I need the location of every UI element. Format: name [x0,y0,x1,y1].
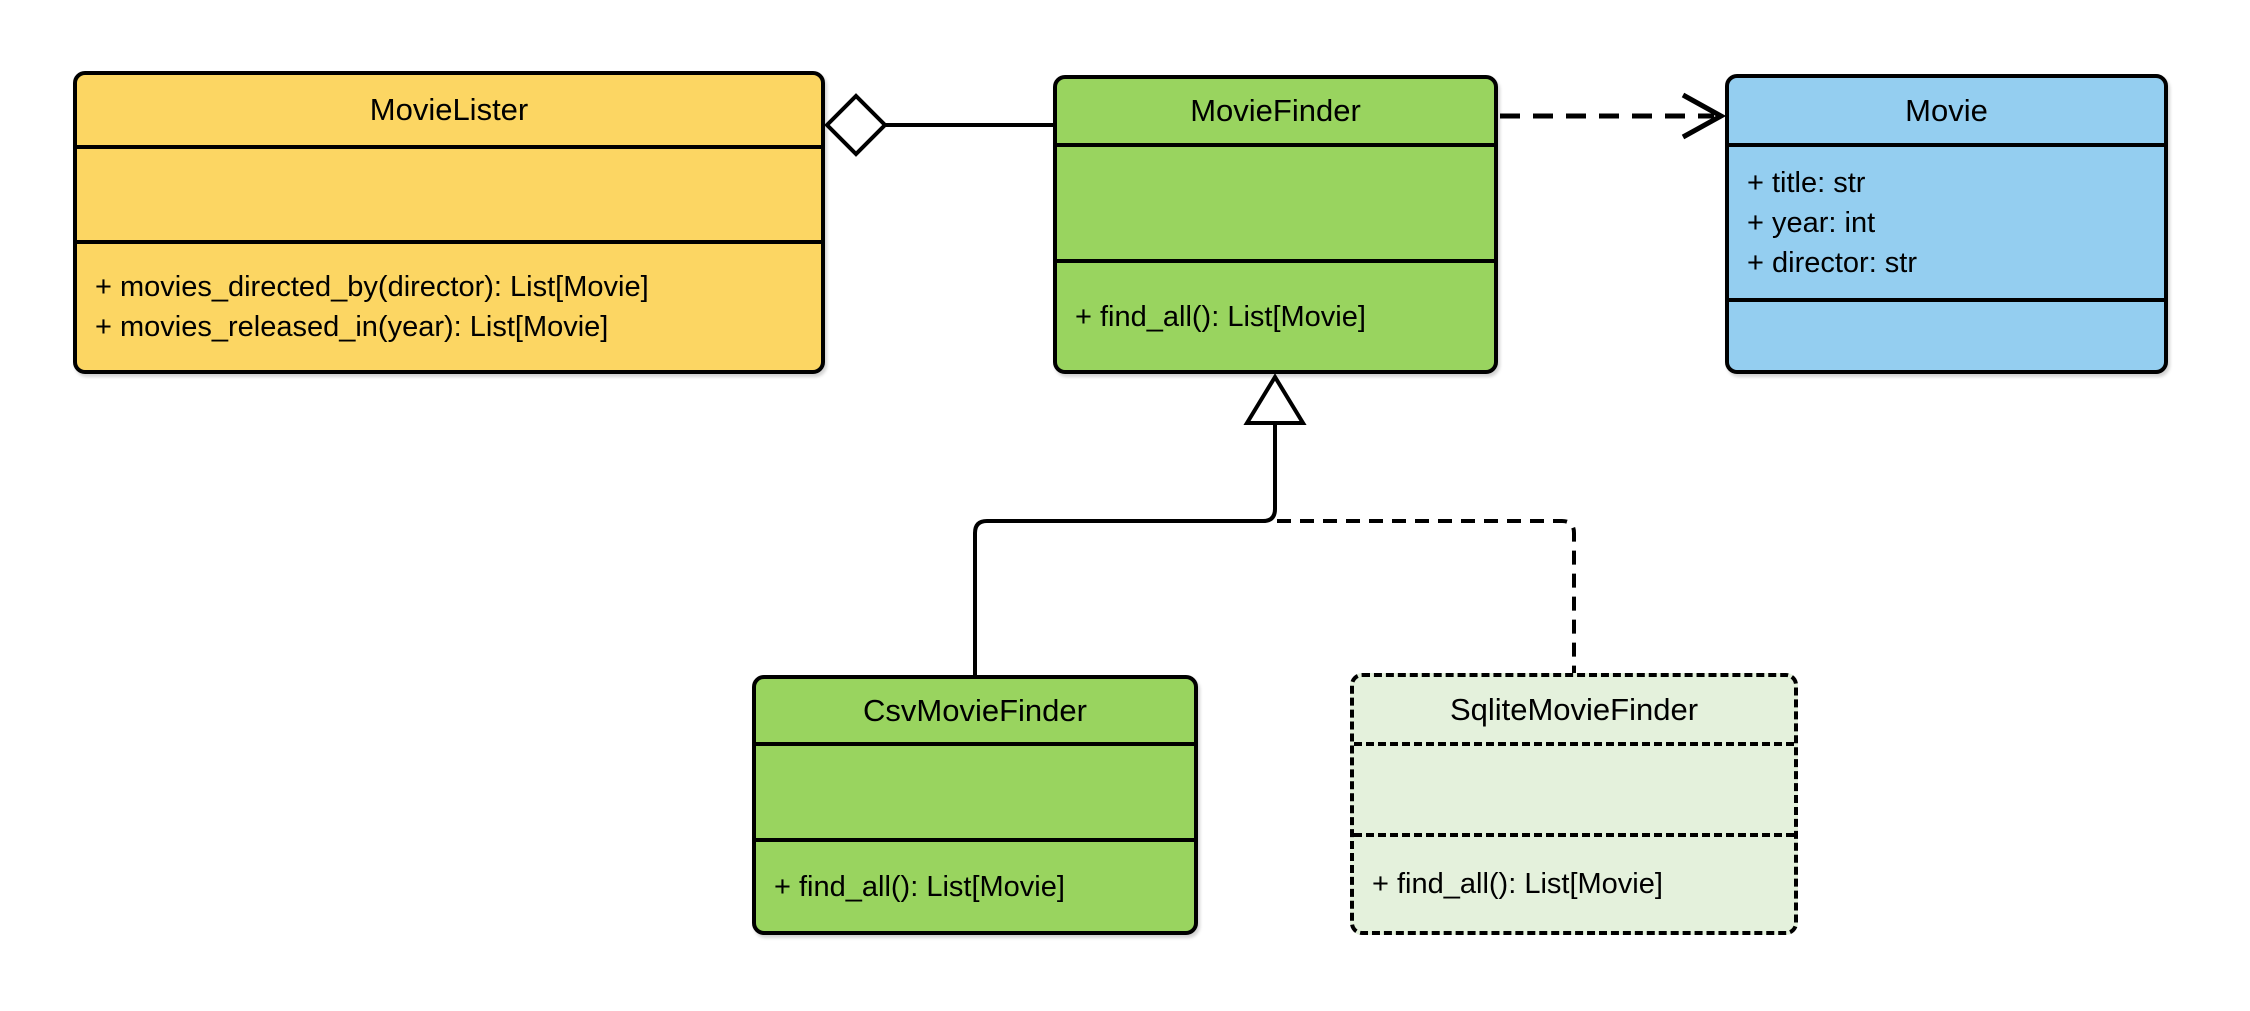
class-box-moviefinder: MovieFinder + find_all(): List[Movie] [1053,75,1498,374]
class-box-movie: Movie + title: str + year: int + directo… [1725,74,2168,374]
methods-section-csvmoviefinder: + find_all(): List[Movie] [756,838,1194,931]
attribute-label: + year: int [1747,206,1876,239]
class-name-label: MovieLister [369,92,529,127]
generalization-line-solid [973,423,1277,675]
attributes-section-csvmoviefinder [756,742,1194,838]
generalization-line-dashed [1277,519,1576,673]
class-box-movielister: MovieLister + movies_directed_by(directo… [73,71,825,374]
class-box-sqlitemoviefinder: SqliteMovieFinder + find_all(): List[Mov… [1350,673,1798,935]
class-title-movie: Movie [1729,78,2164,143]
method-label: + find_all(): List[Movie] [1372,868,1663,900]
class-title-sqlitemoviefinder: SqliteMovieFinder [1354,677,1794,742]
methods-section-movie [1729,298,2164,370]
attribute-label: + director: str [1747,246,1918,279]
class-name-label: SqliteMovieFinder [1449,691,1699,727]
method-label: + movies_released_in(year): List[Movie] [95,311,609,343]
class-name-label: MovieFinder [1190,93,1361,128]
method-label: + find_all(): List[Movie] [774,870,1065,903]
attributes-section-movie: + title: str + year: int + director: str [1729,143,2164,298]
attribute-label: + title: str [1747,166,1866,199]
class-name-label: CsvMovieFinder [863,692,1087,728]
methods-section-sqlitemoviefinder: + find_all(): List[Movie] [1354,833,1794,931]
class-box-csvmoviefinder: CsvMovieFinder + find_all(): List[Movie] [752,675,1198,935]
class-title-movielister: MovieLister [77,75,821,145]
aggregation-diamond [824,93,888,157]
dependency-arrowhead [1681,92,1727,140]
attributes-section-movielister [77,145,821,240]
method-label: + movies_directed_by(director): List[Mov… [95,271,649,303]
methods-section-moviefinder: + find_all(): List[Movie] [1057,259,1494,370]
methods-section-movielister: + movies_directed_by(director): List[Mov… [77,240,821,370]
class-title-moviefinder: MovieFinder [1057,79,1494,143]
class-title-csvmoviefinder: CsvMovieFinder [756,679,1194,742]
class-name-label: Movie [1905,92,1988,128]
generalization-triangle [1243,373,1307,425]
attributes-section-moviefinder [1057,143,1494,259]
attributes-section-sqlitemoviefinder [1354,742,1794,833]
method-label: + find_all(): List[Movie] [1075,300,1366,333]
